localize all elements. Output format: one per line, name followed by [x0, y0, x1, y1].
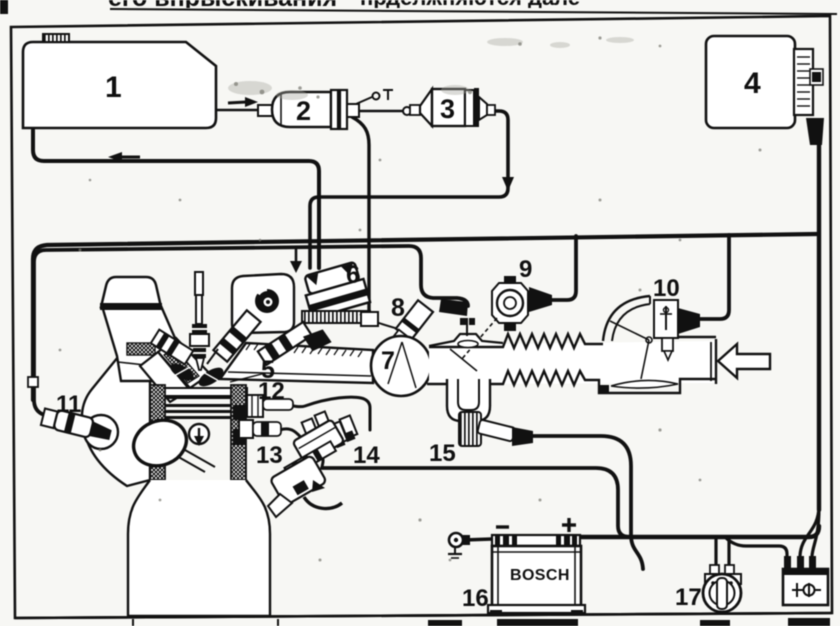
svg-text:17: 17 — [675, 584, 702, 611]
svg-text:прделжняются дале: прделжняются дале — [360, 0, 580, 10]
svg-text:2: 2 — [296, 96, 311, 126]
svg-text:13: 13 — [256, 442, 283, 469]
svg-text:9: 9 — [519, 256, 532, 283]
svg-text:10: 10 — [653, 275, 680, 302]
svg-text:1: 1 — [105, 71, 122, 104]
svg-text:3: 3 — [440, 94, 455, 124]
svg-text:8: 8 — [391, 294, 405, 322]
svg-text:15: 15 — [429, 440, 456, 467]
svg-text:6: 6 — [346, 261, 360, 289]
svg-text:14: 14 — [353, 442, 380, 469]
svg-text:5: 5 — [261, 356, 275, 384]
svg-text:его впрыскивания: его впрыскивания — [108, 0, 337, 12]
svg-text:16: 16 — [462, 585, 489, 612]
svg-text:BOSCH: BOSCH — [510, 567, 570, 584]
svg-text:12: 12 — [258, 378, 285, 405]
svg-text:7: 7 — [381, 347, 395, 375]
svg-text:11: 11 — [56, 391, 81, 418]
svg-text:4: 4 — [744, 67, 761, 100]
